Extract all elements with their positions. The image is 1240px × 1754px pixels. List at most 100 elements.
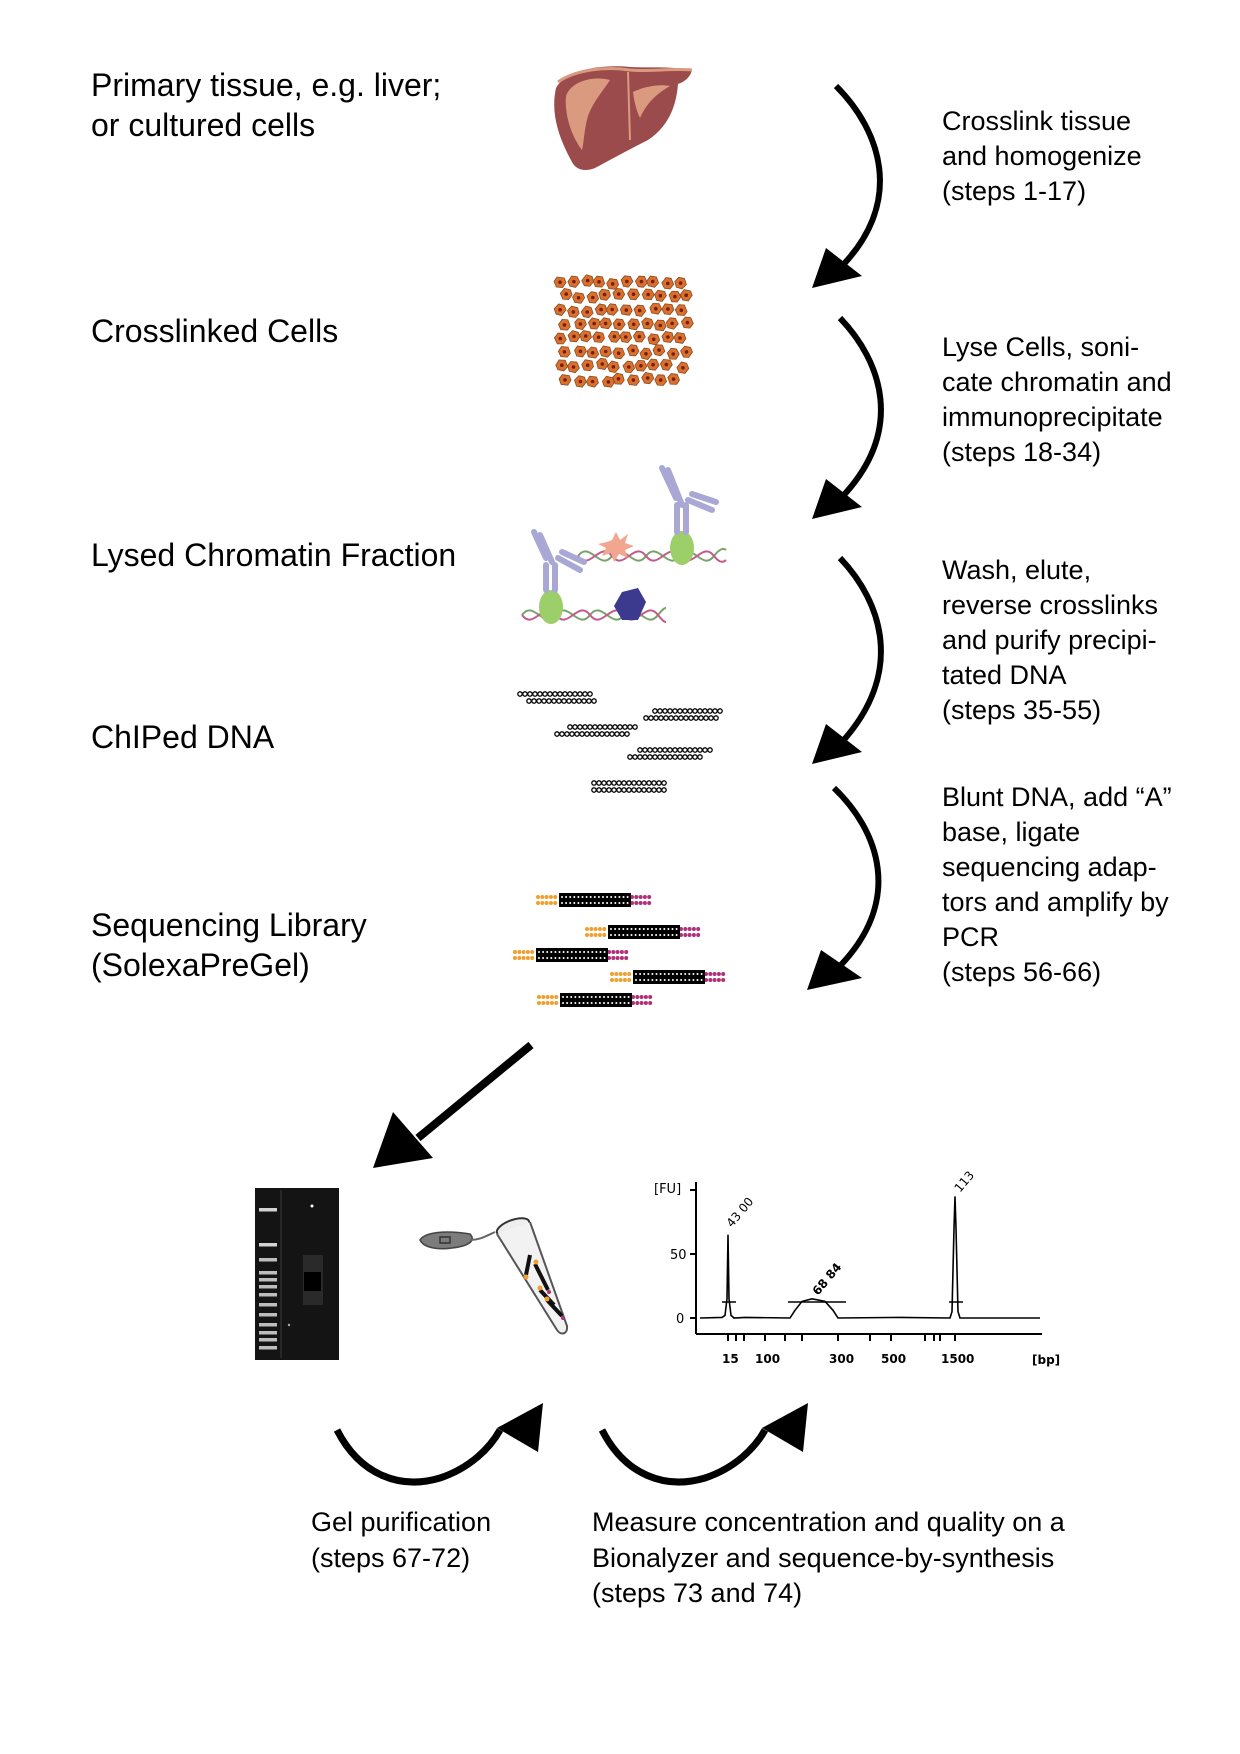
stage-label-line: or cultured cells bbox=[91, 107, 316, 143]
cell bbox=[592, 331, 605, 343]
arrow-tube-to-bioanalyzer bbox=[598, 1403, 808, 1486]
stage-label-library: Sequencing Library (SolexaPreGel) bbox=[91, 905, 367, 985]
stage-label-line: Lysed Chromatin Fraction bbox=[91, 537, 457, 573]
cell bbox=[574, 318, 587, 331]
cell bbox=[553, 332, 567, 345]
cell bbox=[601, 375, 615, 388]
arrow-crosslink bbox=[812, 83, 883, 288]
cell bbox=[654, 289, 667, 302]
cell bbox=[606, 360, 620, 374]
dna-fragments-icon bbox=[517, 691, 723, 793]
cell bbox=[567, 330, 581, 343]
arrow-blunt bbox=[807, 785, 882, 990]
ladder-band bbox=[259, 1346, 277, 1350]
step-line: (steps 73 and 74) bbox=[592, 1578, 803, 1608]
cell bbox=[553, 303, 567, 316]
bioanalyzer-text: Measure concentration and quality on a B… bbox=[592, 1505, 1065, 1612]
cell bbox=[653, 319, 667, 332]
cell bbox=[580, 305, 594, 319]
dna-fragment bbox=[643, 708, 723, 721]
y-unit-label: [FU] bbox=[654, 1182, 681, 1197]
cell bbox=[668, 290, 682, 303]
cell bbox=[557, 346, 571, 358]
peak-label: 43 00 bbox=[724, 1195, 757, 1230]
cell bbox=[641, 317, 654, 330]
ladder-band bbox=[259, 1285, 277, 1289]
step-line: and homogenize bbox=[942, 141, 1142, 171]
cell bbox=[619, 331, 633, 344]
crosslinked-cells-icon bbox=[553, 274, 694, 388]
cell bbox=[627, 318, 641, 331]
cell bbox=[632, 330, 646, 343]
cell bbox=[558, 318, 571, 331]
cell bbox=[666, 347, 680, 360]
library-fragment bbox=[513, 948, 629, 962]
stage-label-line: Crosslinked Cells bbox=[91, 313, 339, 349]
x-tick-label: 500 bbox=[881, 1352, 906, 1366]
cell bbox=[594, 303, 608, 316]
cell bbox=[665, 317, 679, 330]
step-line: base, ligate bbox=[942, 817, 1081, 847]
step-line: Crosslink tissue bbox=[942, 106, 1132, 136]
cell bbox=[596, 357, 609, 370]
cell bbox=[661, 303, 675, 316]
dna-helix-upper bbox=[577, 547, 727, 563]
bioanalyzer-trace bbox=[699, 1196, 1040, 1319]
step-line: and purify precipi- bbox=[942, 625, 1157, 655]
dna-fragment bbox=[591, 780, 667, 793]
cell bbox=[652, 344, 666, 357]
cell bbox=[641, 372, 655, 385]
step-description-2: Lyse Cells, soni- cate chromatin and imm… bbox=[942, 330, 1172, 470]
step-line: tated DNA bbox=[942, 660, 1067, 690]
green-protein-upper bbox=[670, 531, 694, 565]
x-unit-label: [bp] bbox=[1032, 1353, 1060, 1367]
cell bbox=[574, 345, 587, 358]
step-line: sequencing adap- bbox=[942, 852, 1157, 882]
ladder-band bbox=[259, 1278, 277, 1282]
cell bbox=[586, 346, 600, 359]
cell bbox=[626, 344, 640, 357]
step-line: reverse crosslinks bbox=[942, 590, 1159, 620]
cell bbox=[586, 375, 599, 388]
cell bbox=[581, 359, 594, 372]
antibody-icon bbox=[659, 465, 719, 535]
blue-protein bbox=[614, 588, 646, 620]
step-line: (steps 67-72) bbox=[311, 1542, 471, 1573]
cell bbox=[599, 345, 612, 358]
x-tick-label: 300 bbox=[829, 1352, 854, 1366]
cell bbox=[572, 292, 586, 304]
peak-label: 68 84 bbox=[810, 1260, 845, 1298]
arrow-to-gel bbox=[373, 1041, 534, 1168]
ladder-band bbox=[259, 1208, 277, 1212]
cell bbox=[641, 288, 655, 301]
cell bbox=[659, 358, 673, 371]
cell bbox=[606, 278, 620, 290]
excised-band bbox=[304, 1272, 321, 1291]
cell bbox=[622, 360, 636, 374]
step-line: immunoprecipitate bbox=[942, 402, 1163, 432]
step-description-4: Blunt DNA, add “A” base, ligate sequenci… bbox=[942, 780, 1172, 990]
cell bbox=[661, 330, 675, 343]
step-line: (steps 1-17) bbox=[942, 176, 1087, 206]
sequencing-library-icon bbox=[513, 893, 726, 1007]
cell bbox=[579, 329, 592, 343]
cell bbox=[587, 317, 601, 330]
cell bbox=[612, 347, 626, 360]
step-line: PCR bbox=[942, 922, 1000, 952]
cell bbox=[581, 274, 595, 287]
cell bbox=[605, 303, 619, 316]
liver-icon bbox=[554, 66, 693, 170]
cell bbox=[612, 318, 626, 331]
step-line: Wash, elute, bbox=[942, 555, 1092, 585]
cell bbox=[567, 361, 580, 374]
step-line: (steps 56-66) bbox=[942, 957, 1102, 987]
step-line: Gel purification bbox=[311, 1507, 492, 1537]
antibody-icon bbox=[531, 529, 587, 593]
cell bbox=[574, 375, 587, 388]
cell bbox=[599, 317, 613, 330]
ladder-band bbox=[259, 1243, 277, 1247]
arrow-gel-to-tube bbox=[333, 1403, 543, 1486]
dna-fragment bbox=[554, 724, 638, 737]
step-line: cate chromatin and bbox=[942, 367, 1172, 397]
step-description-3: Wash, elute, reverse crosslinks and puri… bbox=[942, 553, 1158, 728]
